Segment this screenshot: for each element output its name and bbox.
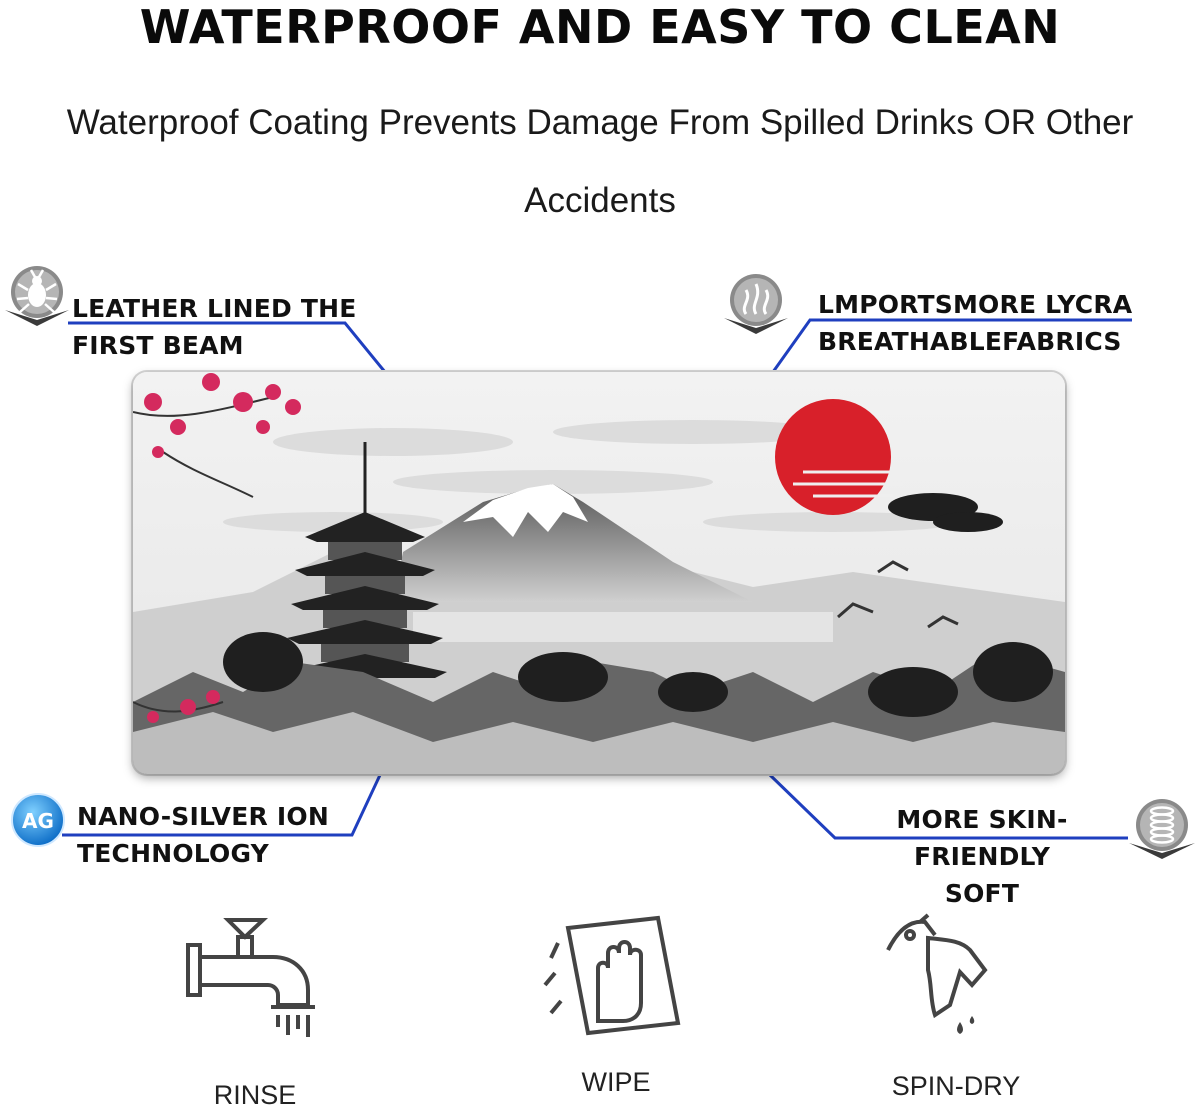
care-label-wipe: WIPE bbox=[581, 1067, 651, 1097]
heat-waves-icon bbox=[724, 274, 788, 334]
red-sun-icon bbox=[775, 399, 891, 515]
feature-leather-line1: LEATHER LINED THE bbox=[72, 294, 357, 323]
spring-icon bbox=[1129, 799, 1195, 859]
cherry-blossoms bbox=[144, 373, 301, 723]
feature-nano-line1: NANO-SILVER ION bbox=[77, 802, 329, 831]
feature-nano-silver: NANO-SILVER ION TECHNOLOGY bbox=[77, 798, 329, 872]
ag-badge-icon: AG bbox=[11, 793, 65, 847]
feature-leather-line2: FIRST BEAM bbox=[72, 331, 244, 360]
desk-mat-image bbox=[133, 372, 1065, 774]
feature-skin-line2: SOFT bbox=[944, 879, 1020, 908]
beetle-icon bbox=[5, 266, 69, 326]
wipe-hand-icon bbox=[543, 915, 681, 1036]
feature-skin-line1: MORE SKIN-FRIENDLY bbox=[896, 805, 1068, 871]
feature-lycra-line1: LMPORTSMORE LYCRA bbox=[818, 290, 1133, 319]
faucet-icon bbox=[186, 918, 315, 1037]
ag-badge-text: AG bbox=[22, 809, 54, 833]
cranes-icon bbox=[837, 560, 959, 629]
feature-lycra: LMPORTSMORE LYCRA BREATHABLEFABRICS bbox=[818, 286, 1132, 360]
feature-skin-friendly: MORE SKIN-FRIENDLY SOFT bbox=[836, 801, 1128, 912]
page-subtitle: Waterproof Coating Prevents Damage From … bbox=[66, 103, 1134, 220]
spray-bottle-icon bbox=[886, 913, 988, 1034]
feature-lycra-line2: BREATHABLEFABRICS bbox=[818, 327, 1122, 356]
care-label-rinse: RINSE bbox=[213, 1080, 297, 1110]
landscape-artwork bbox=[133, 372, 1065, 774]
page-title: WATERPROOF AND EASY TO CLEAN bbox=[139, 0, 1061, 54]
feature-leather-lined: LEATHER LINED THE FIRST BEAM bbox=[72, 290, 357, 364]
feature-nano-line2: TECHNOLOGY bbox=[77, 839, 269, 868]
care-label-spin-dry: SPIN-DRY bbox=[891, 1071, 1021, 1101]
